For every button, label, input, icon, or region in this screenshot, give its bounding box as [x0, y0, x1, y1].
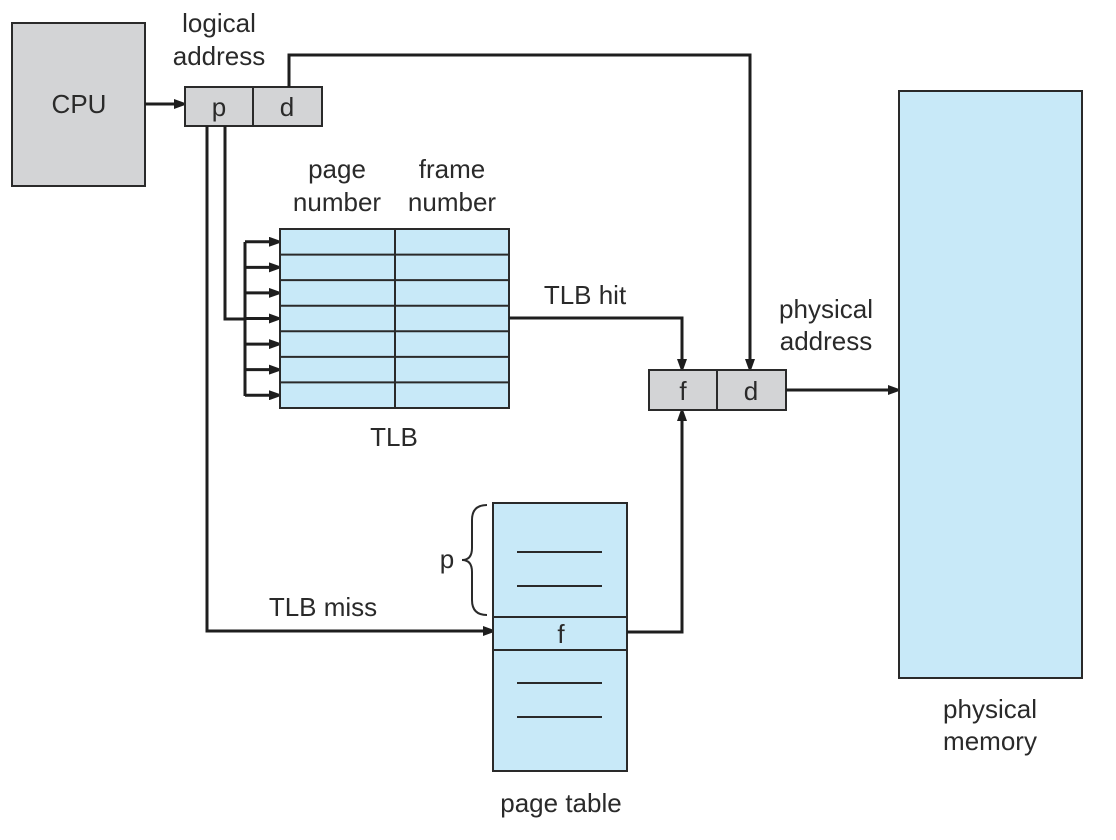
offset-d-path-arrow — [287, 53, 750, 368]
tlb-hit-arrow — [509, 316, 682, 368]
tlb-label: TLB — [370, 422, 418, 452]
page-index-brace — [461, 504, 488, 616]
physical-address-label-line2: address — [780, 326, 873, 356]
logical-p-field — [184, 86, 254, 127]
logical-address-label-line2: address — [173, 41, 266, 71]
tlb-fanout-arrows — [245, 242, 278, 395]
logical-d-text: d — [280, 92, 294, 122]
page-index-label: p — [440, 544, 454, 574]
tlb-miss-label: TLB miss — [269, 592, 377, 622]
page-table-box — [492, 502, 628, 772]
tlb-header-page-line2: number — [293, 187, 381, 217]
physical-memory-label-line2: memory — [943, 726, 1037, 756]
tlb-row-dividers — [280, 253, 509, 384]
physical-memory-label-line1: physical — [943, 694, 1037, 724]
page-table: f — [492, 502, 628, 772]
physical-d-text: d — [744, 376, 758, 406]
cpu-block: CPU — [11, 22, 146, 187]
cpu-label: CPU — [52, 89, 107, 119]
logical-address-register: p d — [184, 86, 323, 127]
tlb-header-frame-line2: number — [408, 187, 496, 217]
physical-f-text: f — [679, 376, 687, 406]
tlb-hit-label: TLB hit — [544, 280, 627, 310]
logical-address-label-line1: logical — [182, 8, 256, 38]
tlb-header-page-line1: page — [308, 154, 366, 184]
tlb-table — [279, 228, 510, 409]
page-table-to-frame-arrow — [627, 412, 682, 634]
tlb-miss-arrow — [205, 126, 492, 631]
tlb-header-frame-line1: frame — [419, 154, 485, 184]
physical-memory-box — [898, 90, 1083, 679]
p-to-tlb-line — [223, 126, 245, 321]
physical-address-register: f d — [648, 369, 787, 411]
physical-d-field — [716, 369, 787, 411]
physical-address-label-line1: physical — [779, 294, 873, 324]
page-table-label: page table — [500, 788, 621, 818]
cpu-box — [11, 22, 146, 187]
page-table-f-text: f — [557, 619, 565, 649]
logical-p-text: p — [212, 92, 226, 122]
